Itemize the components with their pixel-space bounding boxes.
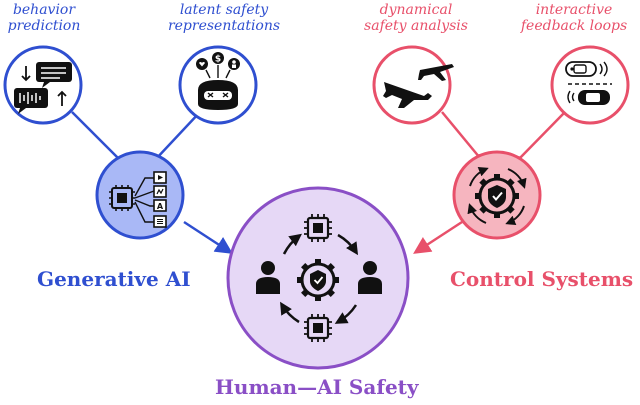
cars-icon [565,61,612,105]
person-icon [256,261,280,294]
human-ai-safety-label: Human—AI Safety [215,375,419,399]
svg-text:$: $ [215,55,221,65]
generative-ai-label: Generative AI [37,267,191,291]
svg-text:A: A [157,202,164,211]
chat-bubbles-icon [14,62,72,114]
control-systems-label: Control Systems [450,267,634,291]
latent-safety-node: $ [178,45,258,125]
dynamical-safety-node [372,45,454,125]
behavior-prediction-node [3,45,83,125]
behavior-prediction-caption: behavior prediction [7,2,81,34]
airplanes-icon [383,64,454,108]
interactive-feedback-caption: interactive feedback loops [520,2,628,34]
human-ai-safety-node [226,186,410,370]
robot-thinking-icon: $ [196,52,240,110]
generative-ai-node: A [95,150,185,240]
control-systems-node [452,150,542,240]
dynamical-safety-caption: dynamical safety analysis [364,2,468,34]
chip-network-icon: A [109,171,167,228]
person-icon [358,261,382,294]
latent-safety-caption: latent safety representations [167,2,281,34]
gear-shield-icon [467,167,527,225]
interactive-feedback-node [550,45,630,125]
